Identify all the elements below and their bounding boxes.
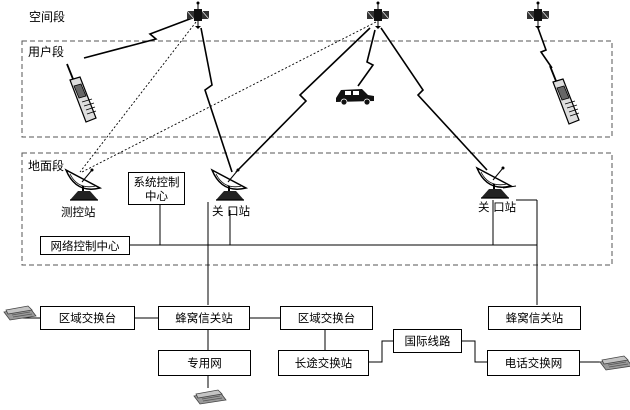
link-sat2-car — [357, 29, 376, 87]
network-control-center-label: 网络控制中心 — [50, 238, 120, 253]
regional-switch-mid-label: 区域交换台 — [297, 311, 356, 325]
system-control-center-box: 系统控制中心 — [128, 172, 185, 205]
regional-switch-left-box: 区域交换台 — [40, 306, 135, 330]
cellular-gateway-left-box: 蜂窝信关站 — [158, 306, 250, 330]
international-line-box: 国际线路 — [393, 329, 462, 353]
cellular-gateway-right-label: 蜂窝信关站 — [505, 311, 564, 325]
handset-left-icon — [66, 63, 97, 123]
telephone-exchange-label: 电话交换网 — [504, 356, 563, 370]
control-station-dish-icon — [65, 167, 101, 201]
link-sat3-handset — [537, 27, 553, 69]
long-distance-switch-label: 长途交换站 — [294, 356, 353, 370]
user-segment-label: 用户段 — [28, 45, 65, 59]
control-station-label: 测控站 — [61, 205, 96, 219]
system-control-center-label: 系统控制中心 — [133, 174, 180, 203]
handset-right-icon — [549, 65, 580, 125]
link-sat2-gateway — [235, 27, 371, 173]
network-control-center-box: 网络控制中心 — [40, 236, 130, 255]
link-sat2-gateway-right — [380, 27, 488, 171]
car-icon — [336, 89, 374, 106]
gateway-left-dish-icon — [211, 167, 247, 201]
link-sat1-gateway — [200, 27, 233, 173]
regional-switch-left-label: 区域交换台 — [58, 311, 117, 325]
satellite-right-icon — [526, 1, 550, 30]
satellite-center-icon — [366, 1, 390, 30]
long-distance-switch-box: 长途交换站 — [278, 350, 369, 376]
telephone-exchange-box: 电话交换网 — [487, 350, 580, 376]
space-segment-label: 空间段 — [29, 10, 66, 24]
gateway-left-label: 关 口站 — [212, 204, 251, 218]
international-line-label: 国际线路 — [404, 334, 451, 348]
cellular-gateway-right-box: 蜂窝信关站 — [488, 306, 581, 330]
phone-right-icon — [599, 355, 630, 371]
private-network-box: 专用网 — [158, 350, 251, 376]
cellular-gateway-left-label: 蜂窝信关站 — [175, 311, 233, 325]
gateway-right-label: 关 口站 — [478, 200, 517, 214]
phone-bottom-icon — [193, 389, 227, 405]
private-network-label: 专用网 — [187, 356, 222, 370]
ground-segment-label: 地面段 — [28, 159, 65, 173]
regional-switch-mid-box: 区域交换台 — [280, 306, 373, 330]
ground-segment-frame — [21, 152, 613, 266]
link-left-handset — [83, 16, 196, 59]
satellite-left-icon — [186, 1, 210, 30]
gateway-right-dish-icon — [476, 165, 512, 199]
user-segment-frame — [21, 40, 613, 138]
